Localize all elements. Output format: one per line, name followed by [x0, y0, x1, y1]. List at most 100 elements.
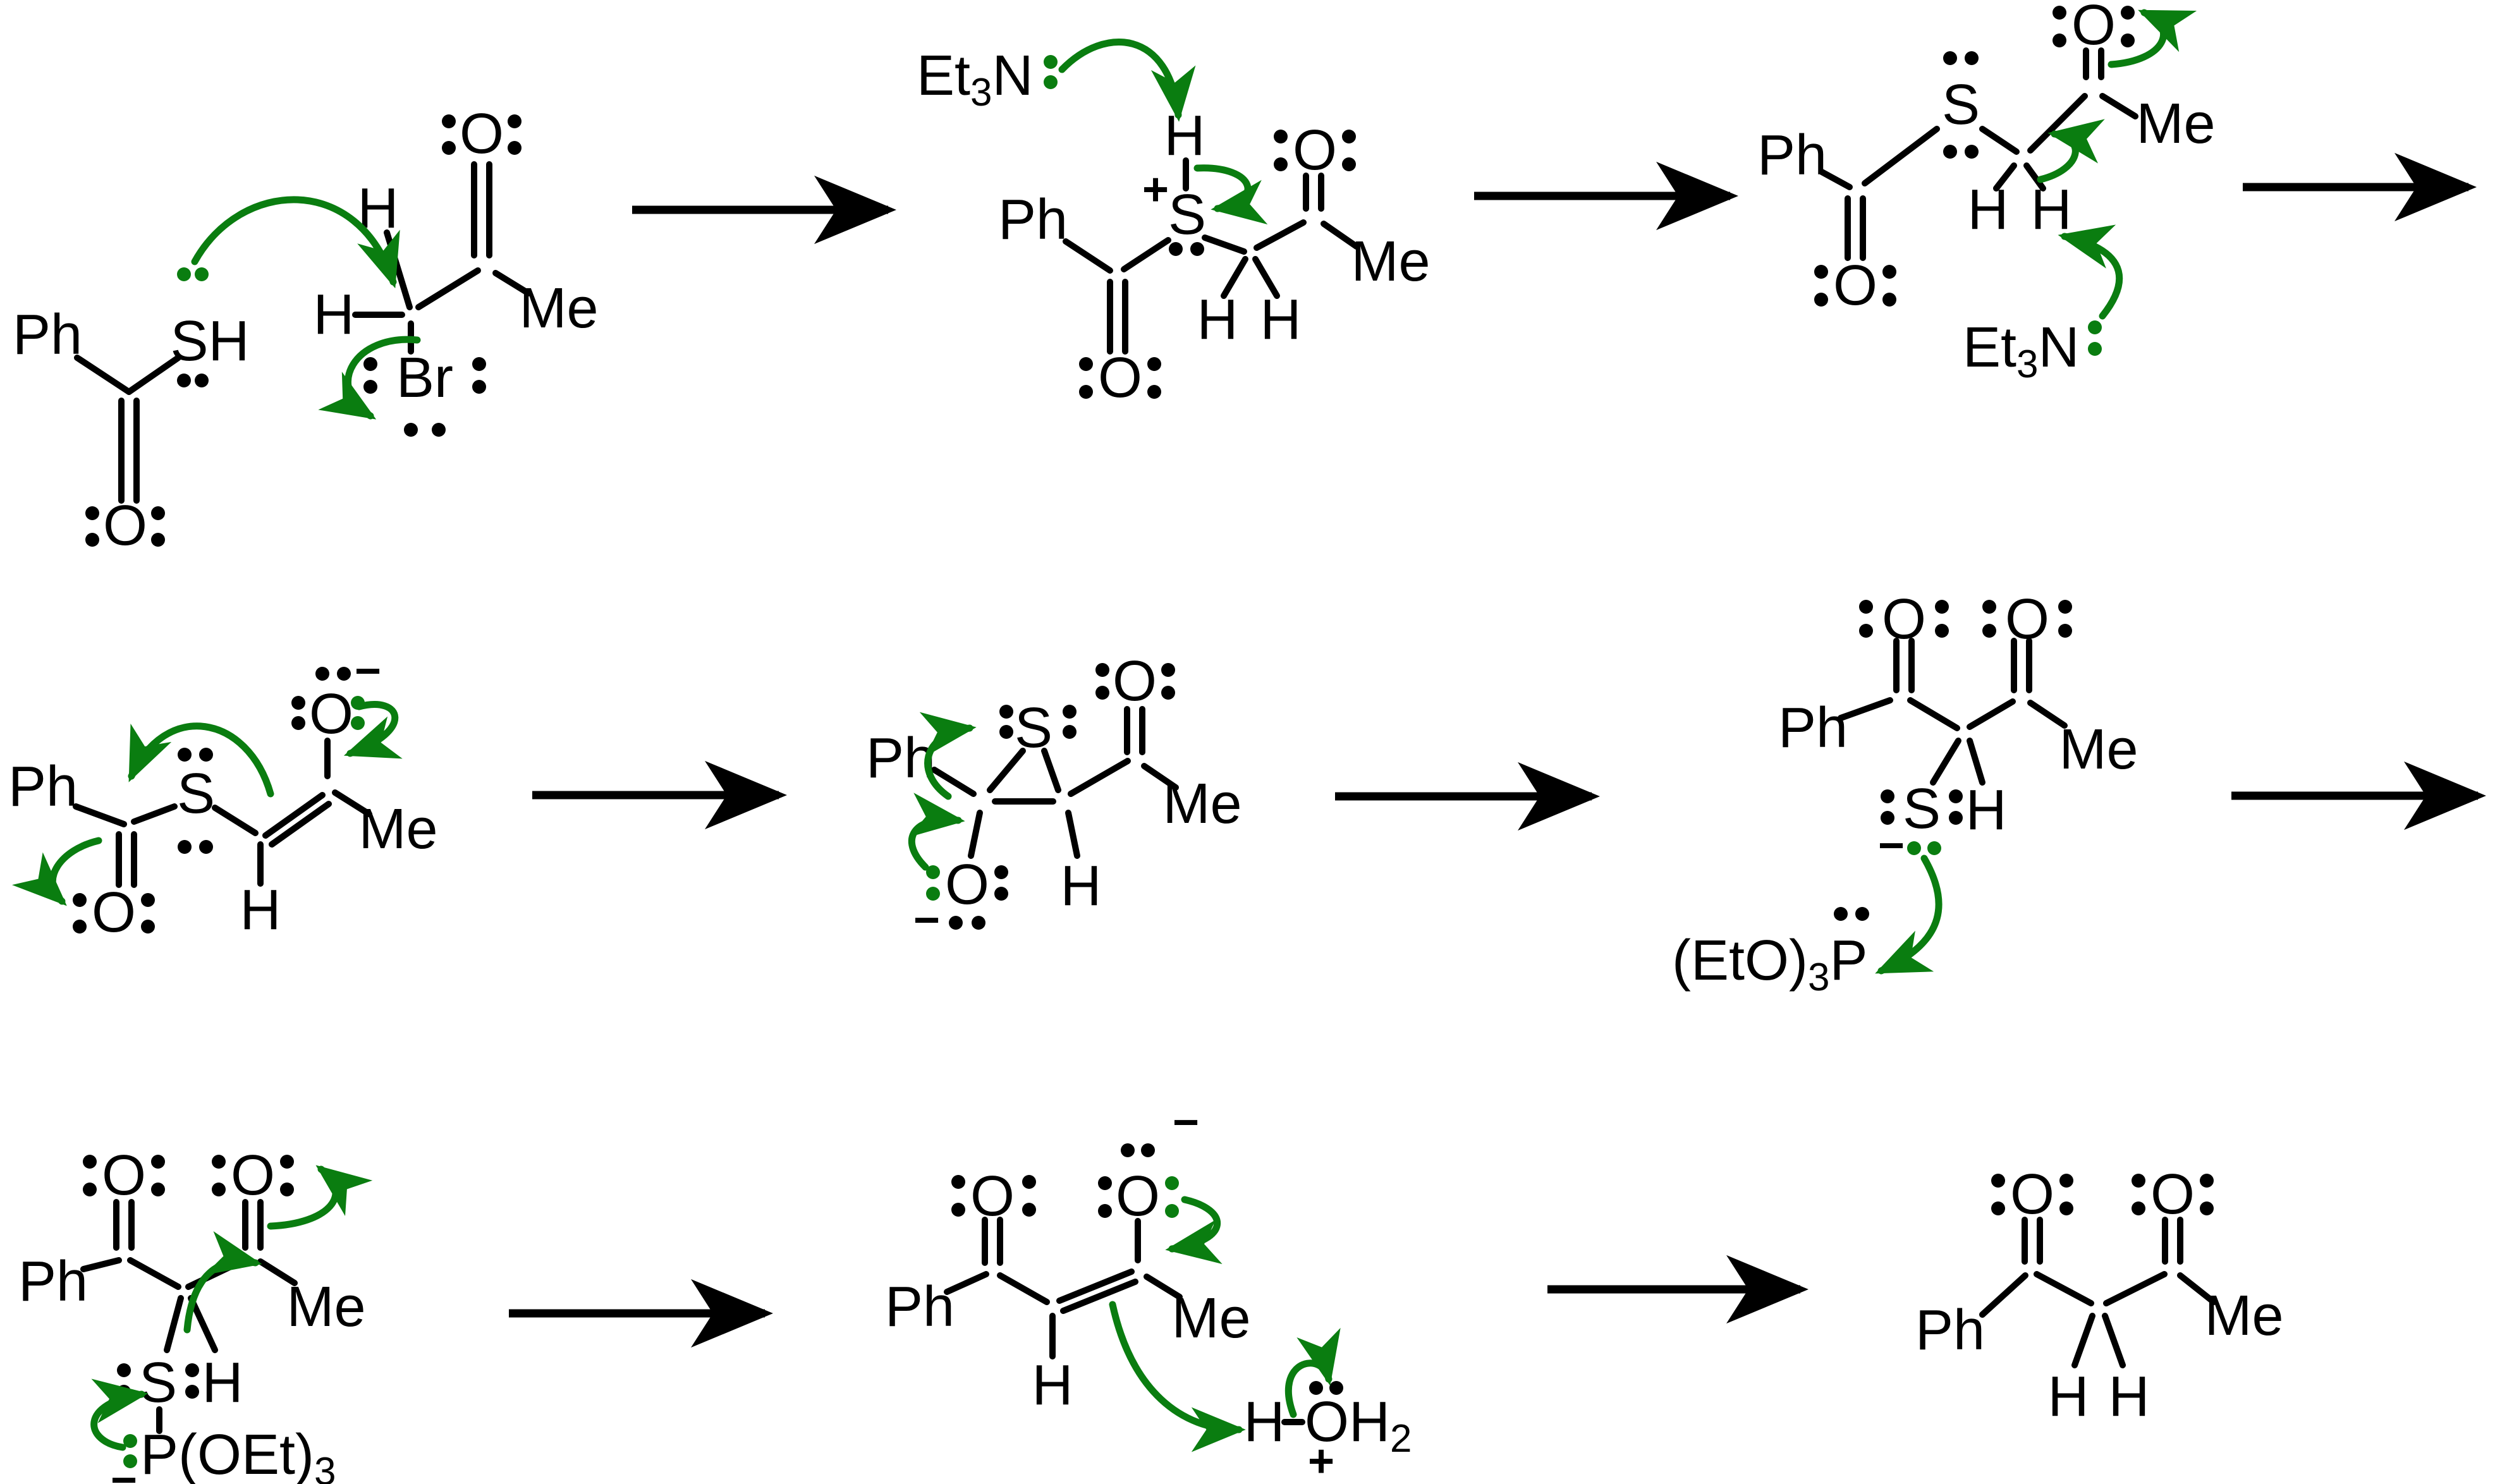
charge-label: + [1142, 164, 1169, 215]
lone-pair-dot-green [123, 1454, 137, 1468]
lone-pair-dot [1098, 1204, 1112, 1218]
atom-label-part: P [1829, 929, 1867, 992]
atom-label: Br [396, 346, 453, 410]
bond [2027, 700, 2068, 729]
bond [1121, 237, 1171, 272]
atom-label: H [2048, 1365, 2089, 1428]
lone-pair-dot [442, 141, 456, 155]
lone-pair-dot [1022, 1175, 1036, 1189]
lone-pair-dot [1121, 1143, 1135, 1157]
atom-label: O [103, 494, 147, 557]
atom-label: S [177, 762, 215, 825]
atom-label: P(OEt)3 [140, 1423, 336, 1484]
atom-label: O [2010, 1163, 2054, 1226]
lone-pair-dot [1991, 1201, 2005, 1215]
atom-label: O [970, 1165, 1015, 1228]
atom-label: H [2109, 1365, 2150, 1428]
lone-pair-dot [1943, 51, 1957, 65]
lone-pair-dot [212, 1183, 226, 1196]
bond [74, 355, 132, 395]
lone-pair-dot-green [926, 887, 940, 901]
charge-label: − [1173, 1097, 1199, 1148]
bond [1141, 763, 1179, 791]
lone-pair-dot [1814, 293, 1828, 307]
atom-label: O [1113, 650, 1157, 713]
bond [1060, 1279, 1138, 1314]
atom-label-part: OH [1305, 1390, 1390, 1454]
atom-label: H [1164, 104, 1205, 167]
atom-label: Me [2204, 1284, 2283, 1347]
lone-pair-dot [1079, 357, 1093, 371]
atom-label: O [1116, 1165, 1160, 1228]
atom-label: S [139, 1351, 177, 1414]
atom-label-subscript: 3 [970, 71, 992, 114]
lone-pair-dot [1859, 624, 1873, 638]
atom-label-subscript: 2 [1390, 1417, 1412, 1461]
lone-pair-dot [85, 533, 99, 547]
bond [1930, 738, 1961, 786]
bond [131, 803, 178, 825]
lone-pair-dot [2059, 1201, 2073, 1215]
bond [2099, 93, 2138, 119]
bond [188, 1295, 218, 1353]
atom-label: H [314, 283, 355, 346]
lone-pair-dot [2200, 1201, 2214, 1215]
electron-pushing-arrow [318, 336, 421, 420]
lone-pair-dot [442, 114, 456, 128]
lone-pair-dot [363, 380, 377, 394]
atom-label: Ph [998, 188, 1068, 252]
atom-label-part: P(OEt) [140, 1423, 314, 1484]
atom-label: H [1968, 178, 2009, 241]
lone-pair-dot [1982, 600, 1996, 614]
lone-pair-dot-green [2088, 342, 2102, 356]
atom-label: S [1168, 183, 1206, 246]
bond [1838, 697, 1893, 721]
atom-label: O [1833, 254, 1877, 317]
atom-label: O [460, 102, 504, 166]
atom-label: S [1942, 73, 1980, 137]
bond [1967, 698, 2016, 730]
lone-pair-dot [83, 1183, 97, 1196]
lone-pair-dot-green [1165, 1204, 1179, 1218]
atom-label: H [1244, 1390, 1285, 1454]
electron-pushing-arrow [1193, 164, 1268, 225]
atom-label: Ph [885, 1275, 955, 1339]
lone-pair-dot [2132, 1201, 2145, 1215]
bond [1979, 126, 2020, 155]
atom-label-part: (EtO) [1672, 929, 1808, 992]
lone-pair-dot [1342, 130, 1356, 143]
lone-pair-dot [1814, 265, 1828, 279]
electron-pushing-arrow [11, 837, 102, 906]
atom-label: O [231, 1144, 275, 1207]
atom-label: O [1293, 119, 1337, 182]
lone-pair-dot [404, 423, 418, 437]
lone-pair-dot [199, 840, 213, 854]
atom-label: S [1903, 777, 1941, 841]
lone-pair-dot [73, 893, 87, 907]
electron-pushing-arrow [2037, 119, 2105, 183]
bond [968, 810, 983, 859]
lone-pair-dot [199, 748, 213, 762]
lone-pair-dot [2058, 600, 2072, 614]
atom-label: (EtO)3P [1672, 929, 1868, 999]
atom-label: S [1015, 696, 1052, 760]
atom-label: Me [286, 1275, 365, 1339]
lone-pair-dot [951, 1175, 965, 1189]
lone-pair-dot [1935, 600, 1949, 614]
lone-pair-dot [2053, 33, 2066, 47]
lone-pair-dot [2200, 1174, 2214, 1188]
atom-label: O [1882, 588, 1926, 651]
bond [2034, 1271, 2094, 1306]
atom-label: Ph [1915, 1299, 1985, 1362]
lone-pair-dot [280, 1183, 294, 1196]
lone-pair-dot [508, 141, 522, 155]
lone-pair-dot [1098, 1176, 1112, 1190]
lone-pair-dot [1063, 705, 1077, 719]
lone-pair-dot [1965, 51, 1979, 65]
lone-pair-dot-green [1044, 75, 1058, 89]
electron-pushing-arrow [908, 793, 965, 871]
